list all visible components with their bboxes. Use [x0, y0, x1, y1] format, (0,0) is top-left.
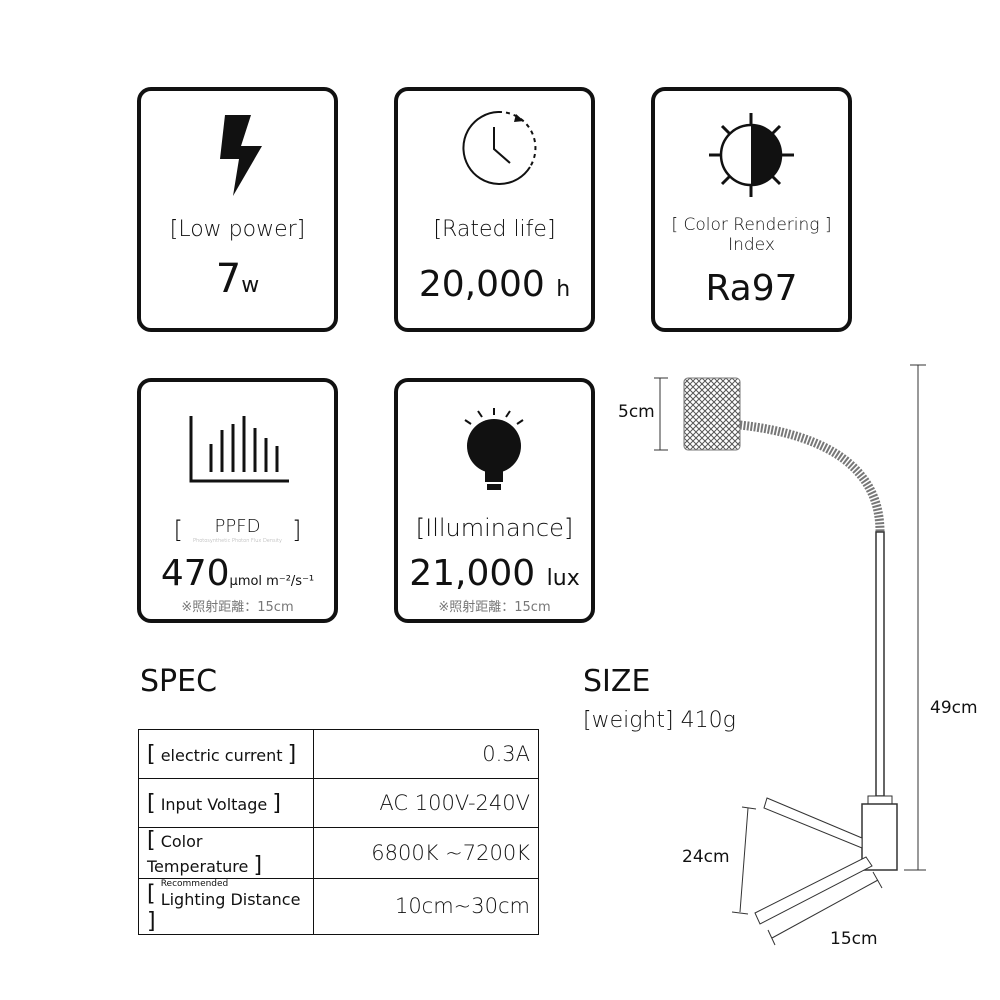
card-value: 21,000 lux: [409, 553, 580, 594]
weight: [weight] 410g: [583, 708, 736, 733]
size-title: SIZE: [583, 664, 651, 699]
clock-icon: [462, 110, 537, 185]
rated-life-card: [Rated life] 20,000 h: [394, 87, 595, 332]
card-label: [Low power]: [169, 217, 306, 242]
card-value: 470μmol m⁻²/s⁻¹: [160, 553, 315, 594]
card-label: [ Color Rendering ]Index: [671, 215, 832, 255]
distance-note: ※照射距離：15cm: [181, 600, 294, 615]
color-rendering-card: [ Color Rendering ]Index Ra97: [651, 87, 852, 332]
light-bulb-icon: [464, 408, 524, 490]
distance-note: ※照射距離：15cm: [438, 600, 551, 615]
card-label: [Rated life]: [433, 217, 556, 242]
table-row: [ Input Voltage ]AC 100V-240V: [138, 778, 539, 828]
leg-dimension: 24cm: [682, 847, 730, 867]
width-dimension: 15cm: [830, 929, 878, 949]
head-dimension: 5cm: [618, 402, 655, 422]
low-power-card: [Low power] 7w: [137, 87, 338, 332]
card-label: [Illuminance]: [415, 514, 574, 542]
lightning-icon: [220, 115, 262, 196]
illuminance-card: [Illuminance] 21,000 lux ※照射距離：15cm: [394, 378, 595, 623]
half-sun-icon: [709, 113, 794, 197]
spectrum-chart-icon: [189, 416, 289, 483]
card-value: Ra97: [705, 268, 798, 309]
spec-title: SPEC: [140, 664, 218, 699]
spec-table: [ electric current ]0.3A [ Input Voltage…: [138, 729, 539, 935]
card-value: 20,000 h: [418, 264, 571, 305]
table-row: [ Color Temperature ]6800K ~7200K: [138, 827, 539, 879]
card-value: 7w: [215, 256, 260, 302]
height-dimension: 49cm: [930, 698, 978, 718]
table-row: [ electric current ]0.3A: [138, 729, 539, 779]
